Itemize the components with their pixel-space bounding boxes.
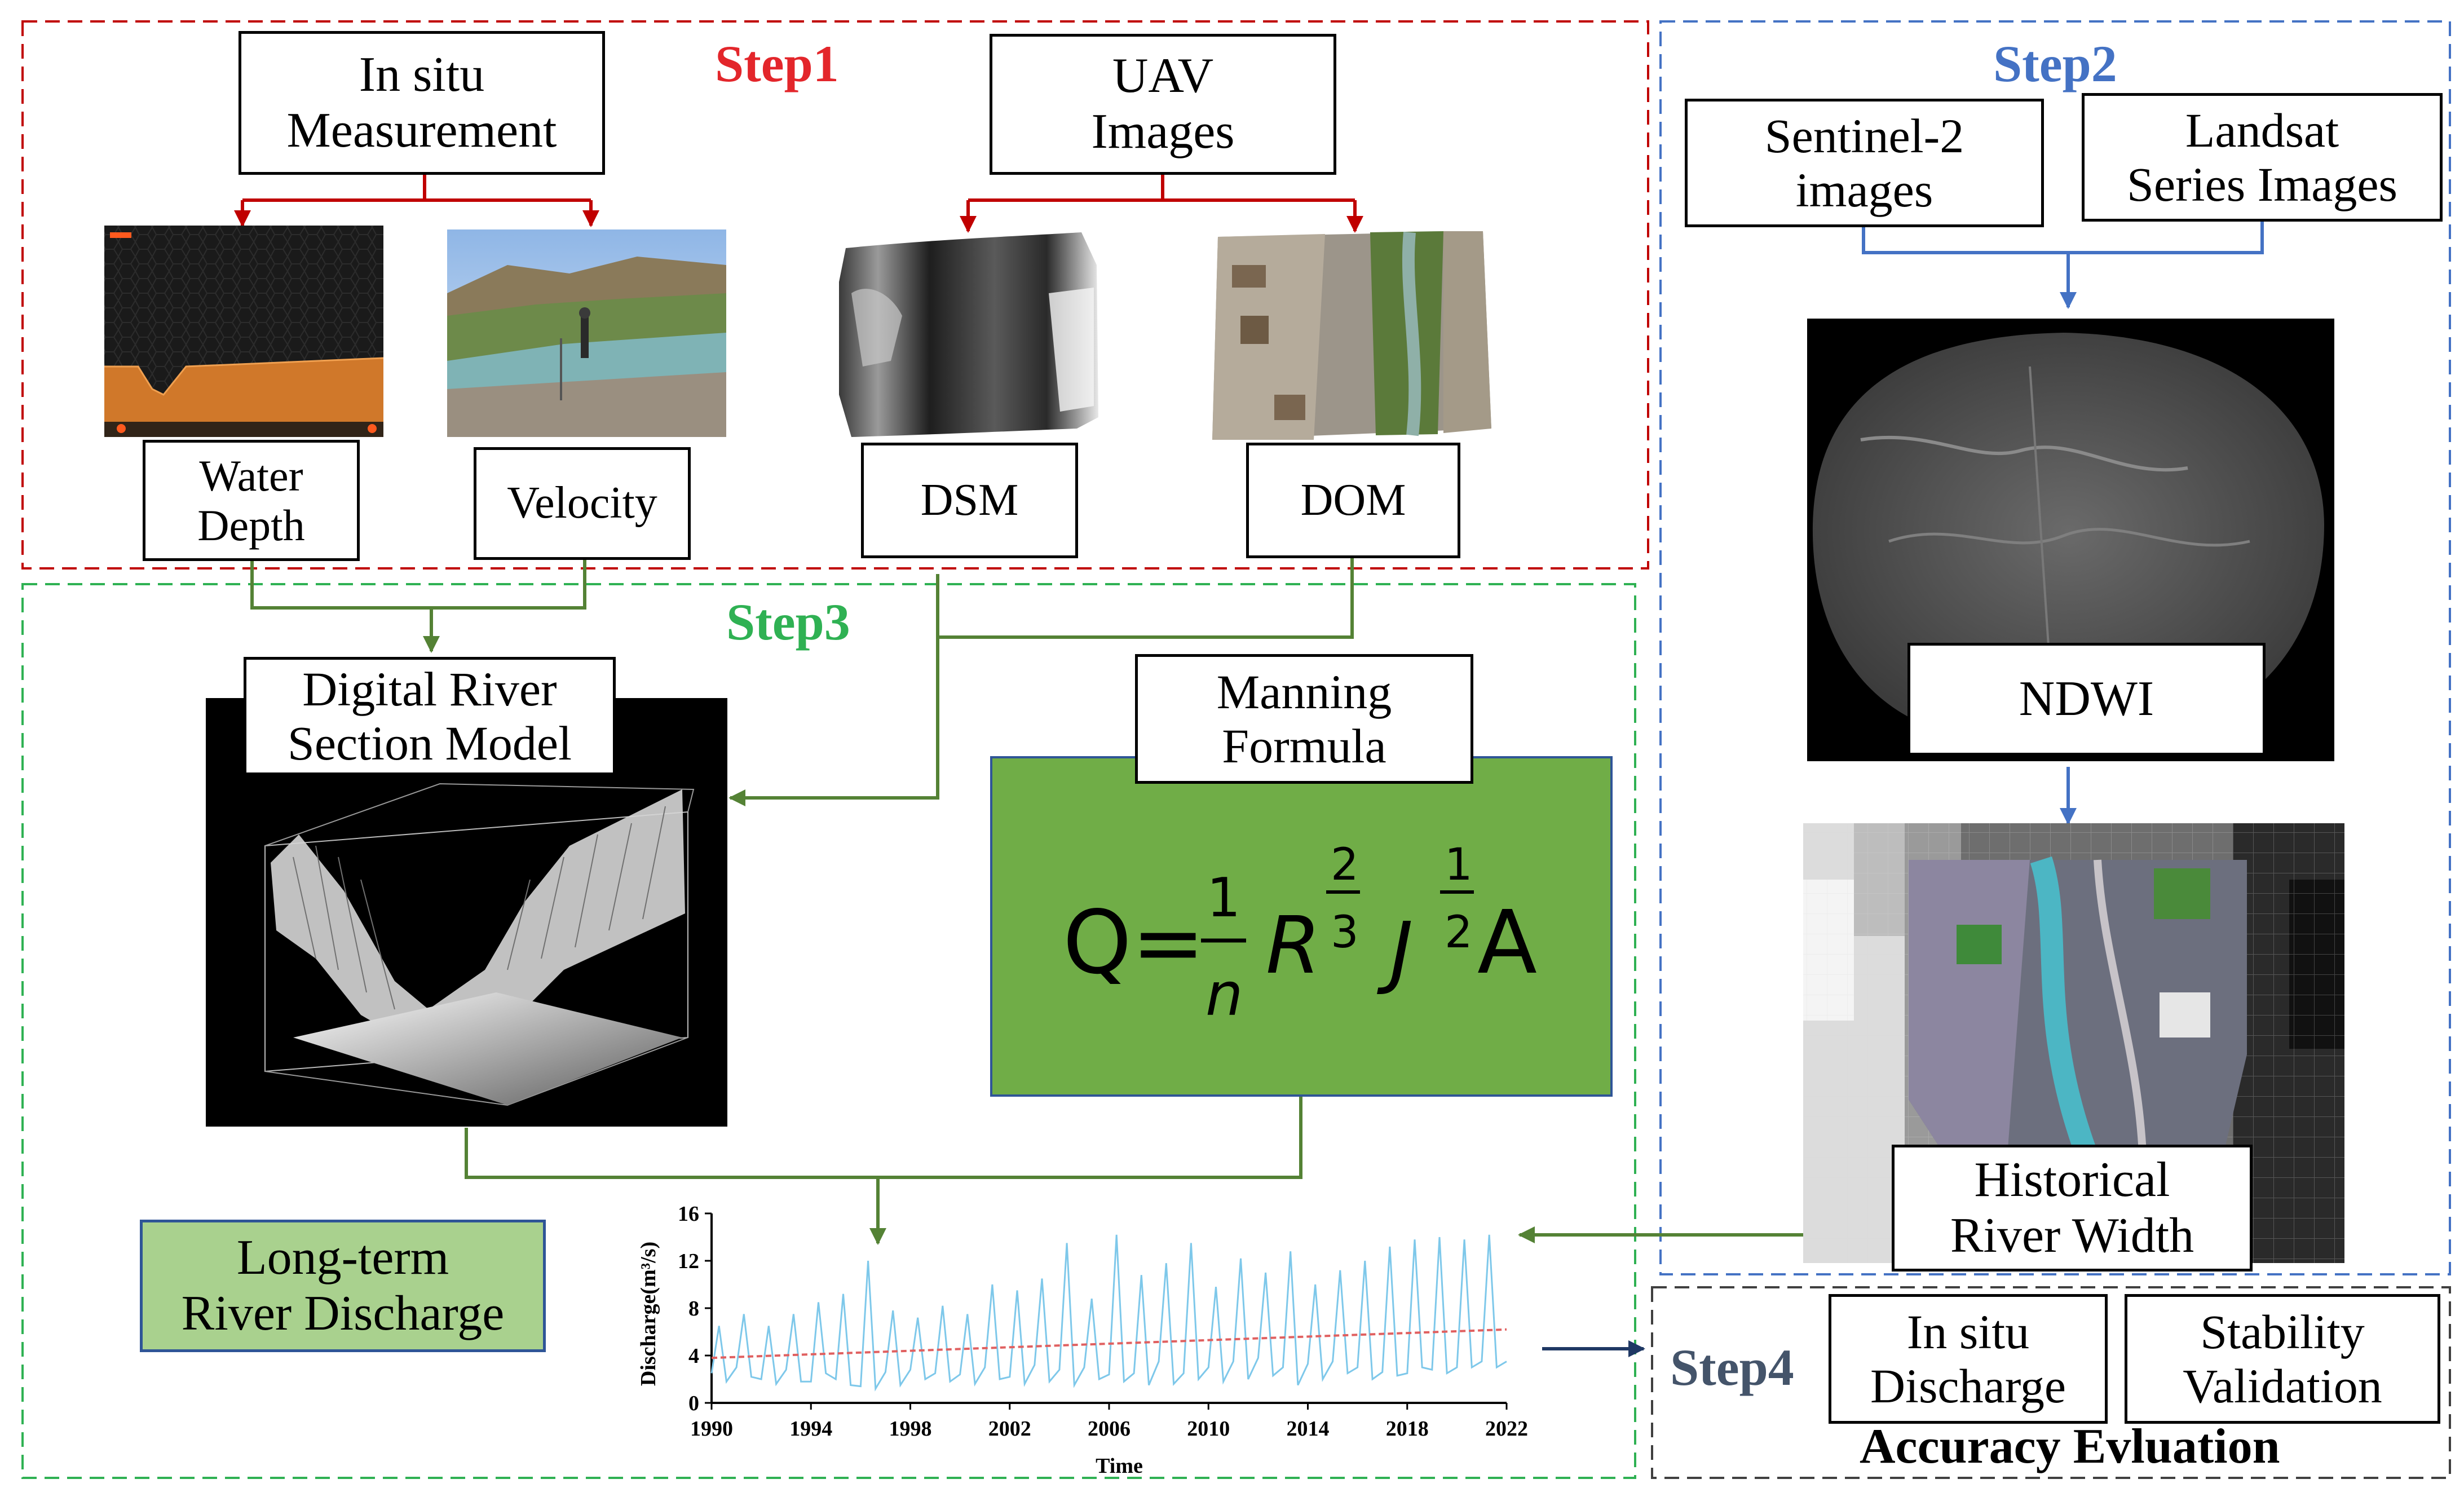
- formula-r-exp-den: 3: [1331, 907, 1359, 958]
- landsat-box: Landsat Series Images: [2082, 93, 2443, 222]
- stability-validation-box: Stability Validation: [2125, 1294, 2440, 1424]
- formula-j-exp-den: 2: [1445, 907, 1473, 958]
- x-tick-label: 2006: [1088, 1417, 1131, 1441]
- x-tick-label: 2022: [1485, 1417, 1528, 1441]
- manning-formula: Q= 1 n R 2 3 J 1 2 A: [1063, 840, 1537, 1029]
- in-situ-measurement-label: In situ Measurement: [286, 47, 557, 158]
- river-section-model: [206, 698, 727, 1127]
- step4-label: Step4: [1670, 1339, 1794, 1396]
- x-tick-label: 2018: [1386, 1417, 1429, 1441]
- connector-uav: [966, 174, 1357, 224]
- uav-images-box: UAV Images: [990, 34, 1336, 175]
- formula-q: Q=: [1063, 891, 1205, 994]
- x-tick-label: 2014: [1287, 1417, 1330, 1441]
- long-term-discharge-label: Long-term River Discharge: [181, 1230, 505, 1341]
- digital-river-section-box: Digital River Section Model: [244, 657, 616, 775]
- historical-river-width-box: Historical River Width: [1892, 1145, 2253, 1272]
- manning-formula-box: Manning Formula: [1135, 654, 1473, 784]
- formula-r: R: [1266, 900, 1321, 992]
- chart-series: [710, 1234, 1507, 1392]
- discharge-line: [710, 1234, 1507, 1392]
- step3-label: Step3: [726, 593, 850, 651]
- x-tick-label: 2002: [988, 1417, 1031, 1441]
- river-field-photo: [447, 229, 726, 437]
- formula-r-exp-num: 2: [1331, 840, 1359, 890]
- y-axis-label: Discharge(m³/s): [637, 1242, 660, 1386]
- step4-frame: [1651, 1286, 2451, 1479]
- trend-line: [711, 1328, 1507, 1359]
- formula-a: A: [1477, 891, 1537, 994]
- formula-j-exp-num: 1: [1445, 840, 1473, 890]
- in-situ-measurement-box: In situ Measurement: [239, 31, 605, 175]
- connector-measurements: [250, 557, 586, 651]
- y-tick-label: 8: [688, 1297, 699, 1321]
- formula-n: n: [1205, 960, 1243, 1029]
- x-tick-label: 1998: [889, 1417, 932, 1441]
- step2-label: Step2: [1993, 35, 2117, 92]
- formula-box: [990, 756, 1613, 1097]
- manning-formula-label: Manning Formula: [1216, 664, 1392, 773]
- landsat-label: Landsat Series Images: [2126, 103, 2397, 211]
- dom-box: DOM: [1246, 443, 1460, 558]
- dom-label: DOM: [1300, 475, 1406, 525]
- velocity-box: Velocity: [474, 447, 691, 560]
- water-depth-label: Water Depth: [197, 451, 305, 550]
- dsm-image: [839, 232, 1098, 437]
- connector-dom: [938, 557, 1354, 639]
- y-tick-label: 16: [678, 1202, 699, 1226]
- digital-river-section-label: Digital River Section Model: [288, 661, 572, 770]
- x-tick-label: 1990: [690, 1417, 733, 1441]
- step1-frame: [21, 20, 1649, 570]
- step1-label: Step1: [715, 35, 839, 92]
- x-tick-label: 1994: [789, 1417, 832, 1441]
- dom-image: [1212, 231, 1491, 440]
- long-term-discharge-box: Long-term River Discharge: [140, 1220, 546, 1352]
- chart-ticks: 1990 1994 1998 2002 2006 2010 2014 2018 2022 0 4 8 1…: [678, 1202, 1528, 1441]
- connector-formula: [465, 1097, 1302, 1243]
- step2-frame: [1659, 20, 2451, 1275]
- dsm-box: DSM: [861, 443, 1078, 558]
- x-axis-label: Time: [1096, 1454, 1143, 1478]
- sentinel-2-box: Sentinel-2 images: [1685, 99, 2044, 227]
- connector-insitu: [241, 174, 593, 224]
- connector-dsm: [728, 574, 939, 806]
- sentinel-2-label: Sentinel-2 images: [1764, 108, 1964, 217]
- accuracy-evaluation-label: Accuracy Evluation: [1860, 1419, 2280, 1474]
- dsm-label: DSM: [920, 475, 1019, 525]
- y-tick-label: 0: [688, 1392, 699, 1415]
- in-situ-discharge-label: In situ Discharge: [1870, 1304, 2066, 1413]
- step3-frame: [21, 583, 1636, 1479]
- x-tick-label: 2010: [1187, 1417, 1230, 1441]
- ndwi-box: NDWI: [1907, 643, 2266, 756]
- discharge-chart: 1990 1994 1998 2002 2006 2010 2014 2018 2022 0 4 8 1…: [637, 1202, 1528, 1478]
- uav-images-label: UAV Images: [1091, 48, 1235, 159]
- historical-river-width-label: Historical River Width: [1950, 1152, 2194, 1263]
- water-depth-box: Water Depth: [143, 440, 360, 561]
- ndwi-label: NDWI: [2019, 671, 2154, 726]
- y-tick-label: 12: [678, 1250, 699, 1273]
- formula-numerator: 1: [1207, 867, 1240, 929]
- depth-sounder-image: [104, 226, 384, 437]
- y-tick-label: 4: [688, 1344, 699, 1368]
- in-situ-discharge-box: In situ Discharge: [1829, 1294, 2108, 1424]
- connector-satellite: [1862, 221, 2264, 307]
- stability-validation-label: Stability Validation: [2183, 1304, 2382, 1413]
- velocity-label: Velocity: [507, 478, 657, 528]
